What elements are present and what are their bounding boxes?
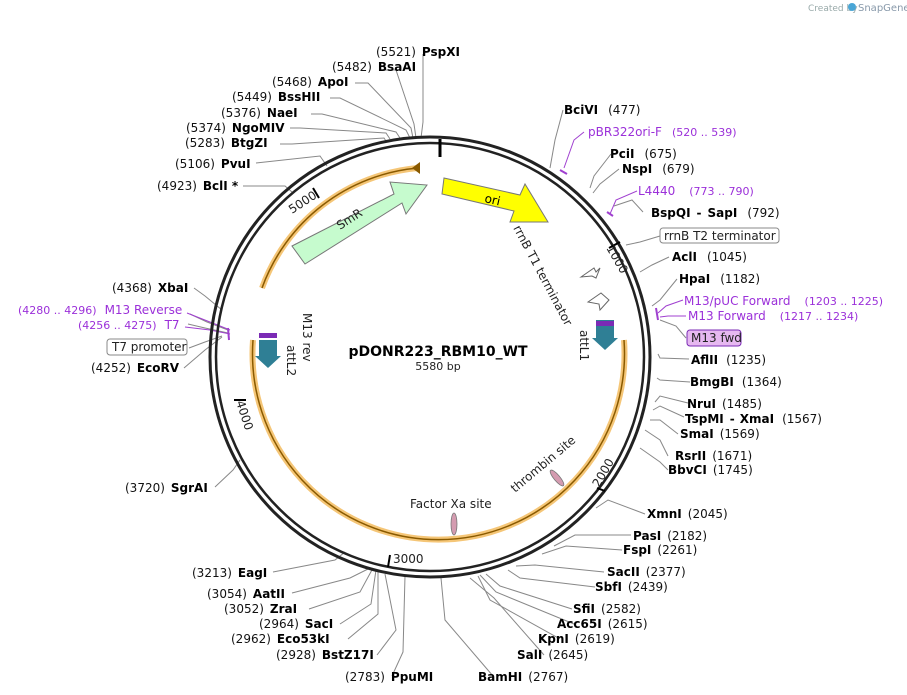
t7-promoter-label: T7 promoter (111, 340, 187, 354)
plasmid-name: pDONR223_RBM10_WT (348, 344, 528, 360)
site-label: BbvCI(1745) (668, 463, 753, 477)
site-label: NspI(679) (622, 162, 695, 176)
site-label: NruI(1485) (687, 397, 762, 411)
site-label: HpaI(1182) (679, 272, 760, 286)
site-label: PciI(675) (610, 147, 677, 161)
snapgene-credit: Created by SnapGene (808, 3, 907, 14)
leader-lines (183, 54, 691, 677)
site-label: (4252)EcoRV (91, 361, 180, 375)
site-label: (4923)BclI * (157, 179, 239, 193)
attl1-label: attL1 (577, 330, 591, 361)
primer-labels: pBR322ori-F(520 .. 539) L4440(773 .. 790… (18, 125, 883, 332)
site-label: SalI(2645) (517, 648, 588, 662)
site-label: Acc65I(2615) (557, 617, 648, 631)
site-label: BciVI(477) (564, 103, 640, 117)
primer-label: (4280 .. 4296)M13 Reverse (18, 303, 182, 317)
site-label: SbfI(2439) (595, 580, 668, 594)
protease-sites: thrombin site Factor Xa site (410, 433, 578, 536)
site-label: SmaI(1569) (680, 427, 760, 441)
site-label: (3054)AatII (207, 587, 285, 601)
rrnb-t2-box (659, 227, 780, 244)
primer-label: M13/pUC Forward(1203 .. 1225) (684, 294, 883, 308)
primer-label: L4440(773 .. 790) (638, 184, 754, 198)
primer-label: (4256 .. 4275)T7 (78, 318, 180, 332)
attl2-feature: attL2 M13 rev (255, 313, 314, 376)
ori-feature: ori (441, 177, 549, 223)
snapgene-logo-icon (848, 3, 856, 11)
site-label: (5283)BtgZI (185, 136, 268, 150)
tick-3000: 3000 (393, 552, 424, 566)
site-label: (2964)SacI (259, 617, 333, 631)
backbone (208, 135, 652, 579)
site-label: (3213)EagI (192, 566, 267, 580)
m13-rev-label: M13 rev (300, 313, 314, 362)
site-label: PasI(2182) (633, 529, 707, 543)
site-label: TspMI-XmaI(1567) (685, 412, 822, 426)
site-label: (3720)SgrAI (125, 481, 208, 495)
site-label: BamHI(2767) (478, 670, 568, 684)
tick-4000: 4000 (233, 399, 256, 432)
plasmid-center: pDONR223_RBM10_WT 5580 bp (348, 344, 528, 373)
plasmid-size: 5580 bp (415, 360, 460, 373)
primer-label: M13 Forward(1217 .. 1234) (688, 309, 858, 323)
site-label: (3052)ZraI (224, 602, 297, 616)
feature-arcs (249, 162, 628, 543)
primer-label: pBR322ori-F(520 .. 539) (588, 125, 737, 139)
site-label: (2783)PpuMI (345, 670, 433, 684)
site-label: BspQI-SapI(792) (651, 206, 780, 220)
site-label: FspI(2261) (623, 543, 697, 557)
site-label: AflII(1235) (691, 353, 766, 367)
site-label: (2962)Eco53kI (231, 632, 330, 646)
m13-fwd-box (686, 329, 742, 347)
attl2-label: attL2 (284, 345, 298, 376)
t7-promoter-box (106, 338, 188, 356)
primer-leader-lines (184, 131, 686, 335)
site-label: (5482)BsaAI (332, 60, 416, 74)
site-label: (5521)PspXI (376, 45, 460, 59)
restriction-sites: (5521)PspXI (5482)BsaAI (5468)ApoI (5449… (91, 45, 822, 684)
primer-marks (227, 169, 659, 341)
attl1-feature: attL1 (577, 320, 618, 361)
rrnb-t1-feature: rrnB T1 terminator (510, 223, 610, 328)
boxed-labels: rrnB T2 terminator T7 promoter M13 fwd (106, 227, 780, 356)
site-label: SfiI(2582) (573, 602, 641, 616)
rrnb-t2-label: rrnB T2 terminator (664, 229, 776, 243)
site-label: AclI(1045) (672, 250, 747, 264)
site-label: (4368)XbaI (112, 281, 188, 295)
ori-label: ori (483, 191, 501, 208)
rrnb-t1-label: rrnB T1 terminator (510, 223, 575, 328)
credit-prefix: Created by (808, 4, 858, 14)
site-label: (2928)BstZ17I (276, 648, 374, 662)
credit-brand: SnapGene (858, 3, 907, 14)
site-label: (5106)PvuI (175, 157, 251, 171)
site-label: XmnI(2045) (647, 507, 728, 521)
site-label: (5374)NgoMIV (186, 121, 285, 135)
site-label: (5376)NaeI (221, 106, 298, 120)
site-label: BmgBI(1364) (690, 375, 782, 389)
site-label: KpnI(2619) (538, 632, 615, 646)
site-label: SacII(2377) (607, 565, 686, 579)
site-label: (5468)ApoI (272, 75, 349, 89)
site-label: RsrII(1671) (675, 449, 752, 463)
factor-xa-label: Factor Xa site (410, 497, 492, 511)
site-label: (5449)BssHII (232, 90, 320, 104)
m13-fwd-label: M13 fwd (691, 331, 742, 345)
